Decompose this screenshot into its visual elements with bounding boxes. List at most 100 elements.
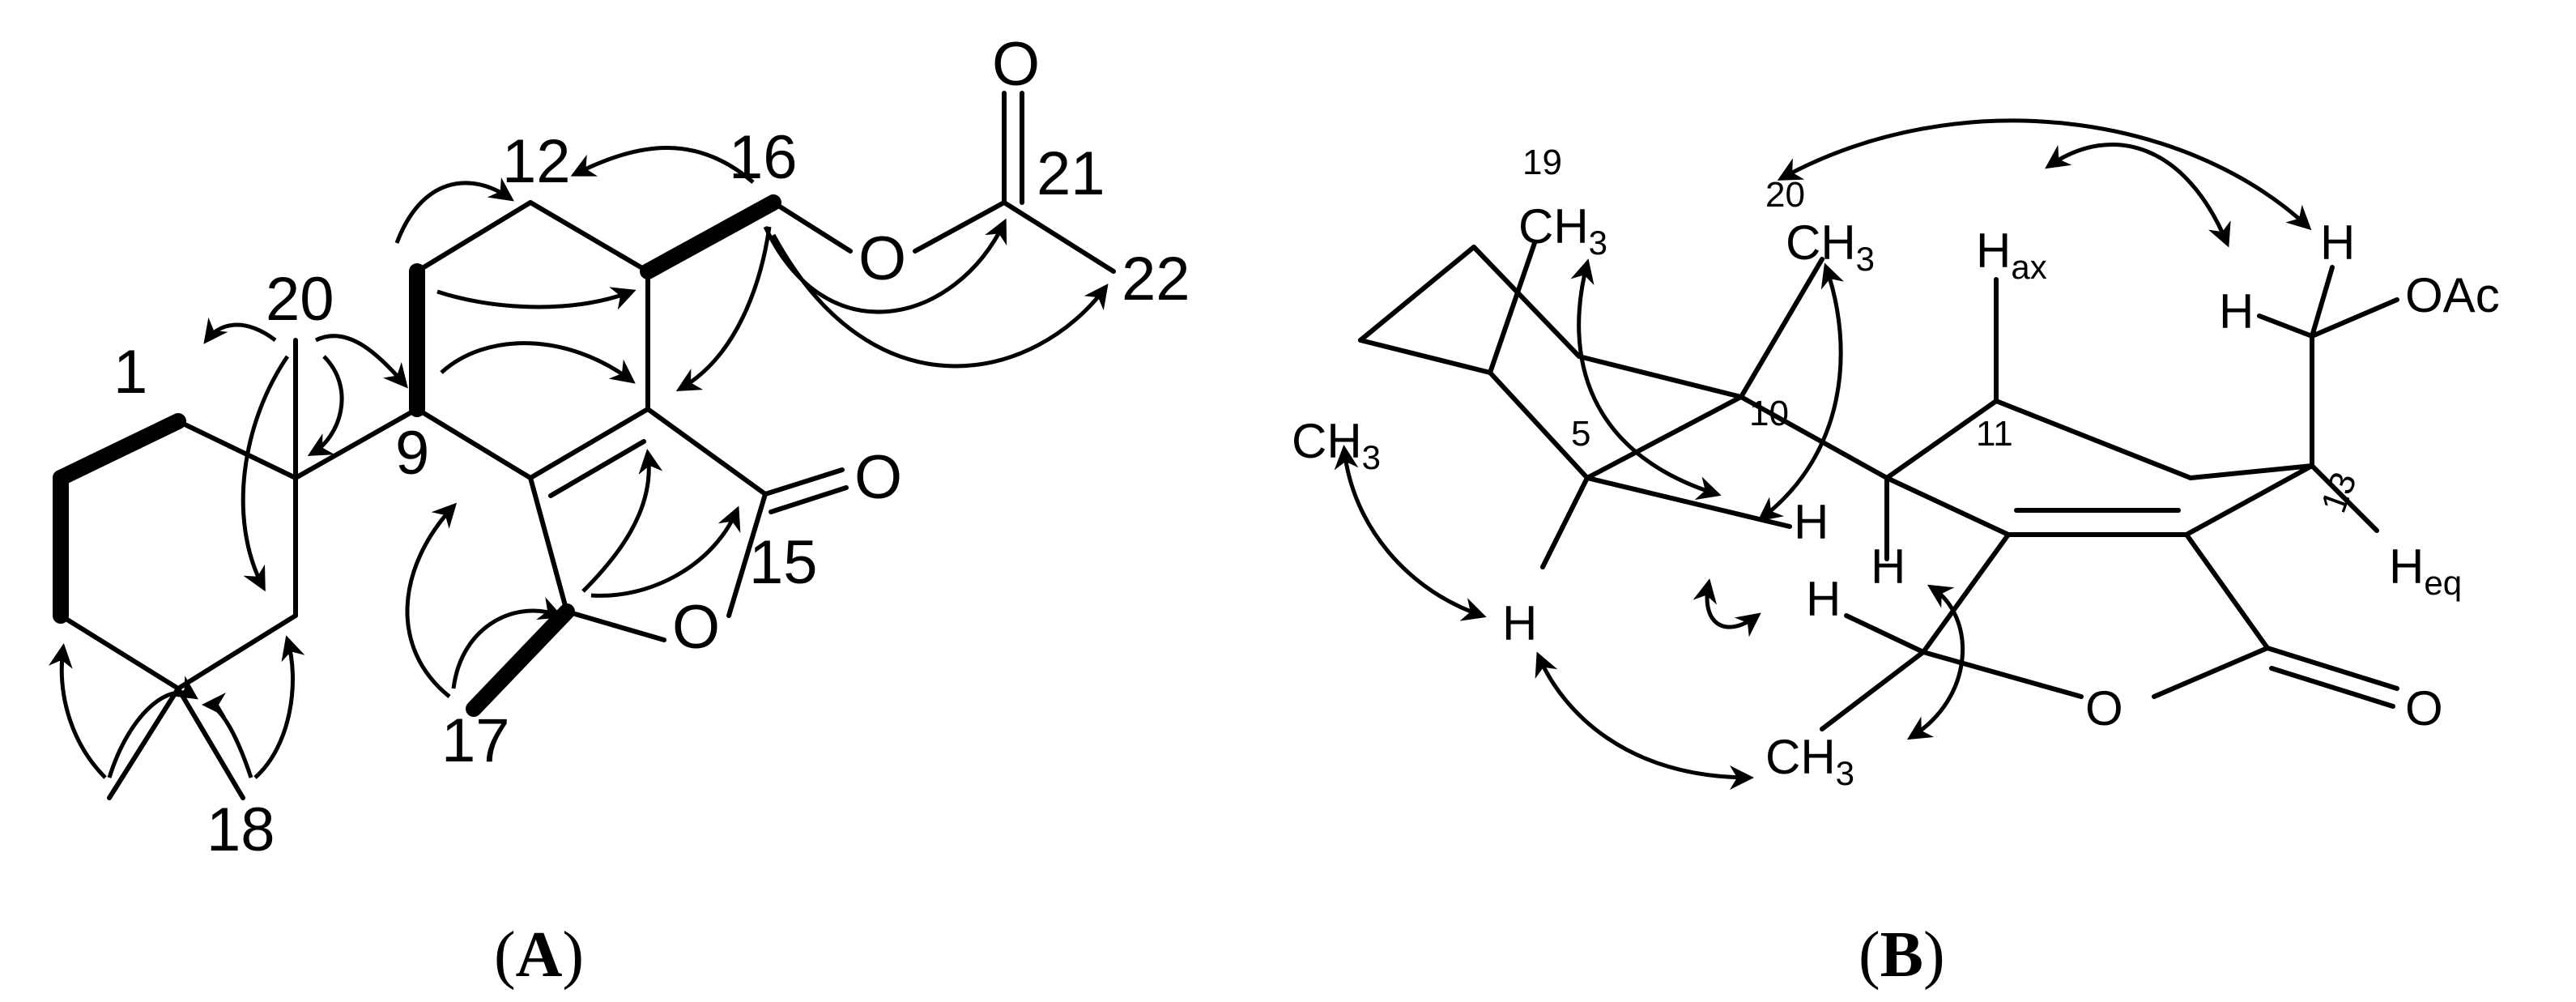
panel-a-caption: (A) [494, 919, 584, 991]
panel-b-labels: 19 CH3 20 CH3 CH3 10 5 11 13 Hax Heq H H… [1292, 143, 2500, 792]
arrow [1757, 262, 1845, 522]
bond [1585, 394, 1744, 480]
bond [293, 407, 419, 480]
bond [1540, 475, 1590, 569]
atom-ester-oxygen: O [858, 224, 906, 293]
bond [1921, 650, 2084, 699]
bond [58, 613, 181, 691]
arrow [405, 502, 458, 698]
bond [726, 492, 768, 618]
bond [528, 475, 569, 614]
bond [548, 439, 646, 498]
arrow [1535, 651, 1754, 790]
bond [415, 200, 533, 274]
bond [1358, 245, 1476, 343]
atom-number-17: 17 [441, 706, 510, 775]
bond [1002, 200, 1116, 274]
arrow [570, 146, 755, 184]
bond [2310, 297, 2399, 339]
atom-number-19: 19 [1522, 143, 1562, 182]
bond [645, 407, 768, 497]
panel-a-labels: 1 20 9 12 16 O O 21 22 O 15 O 17 18 [113, 30, 1190, 864]
bond [2269, 666, 2395, 709]
hydrogen-axial: Hax [1976, 224, 2047, 286]
bond [1884, 475, 2011, 537]
atom-number-10: 10 [1749, 394, 1789, 433]
hydrogen-c9: H [1794, 495, 1829, 549]
atom-number-22: 22 [1122, 245, 1190, 313]
hydrogen-equatorial: Heq [2389, 539, 2462, 602]
arrow [2045, 143, 2231, 248]
hydrogen-c12: H [1806, 572, 1841, 626]
arrow [314, 334, 408, 389]
arrow [107, 676, 198, 778]
atom-number-1: 1 [113, 338, 147, 407]
bond [1471, 245, 1582, 359]
arrow [440, 341, 636, 384]
bond [528, 407, 650, 480]
bond [528, 200, 650, 274]
bond [1994, 399, 2193, 480]
carbonyl-oxygen-b: O [2405, 681, 2443, 736]
atom-number-5: 5 [1571, 414, 1590, 454]
bond [107, 686, 181, 800]
arrow [241, 355, 290, 592]
atom-number-16: 16 [729, 123, 798, 192]
bond [466, 603, 575, 717]
arrow [394, 177, 514, 244]
hydrogen-c5: H [1502, 596, 1537, 650]
arrow [590, 505, 741, 598]
bond [415, 407, 533, 480]
atom-number-21: 21 [1037, 139, 1105, 208]
arrow [1692, 578, 1761, 637]
ring-oxygen-b: O [2085, 681, 2123, 736]
bond [176, 686, 245, 800]
bond [176, 613, 298, 691]
arrow [675, 226, 772, 391]
arrow [202, 693, 253, 778]
bond [2184, 532, 2270, 650]
arrow [203, 317, 277, 344]
bond [1921, 532, 2011, 654]
arrow [307, 355, 344, 456]
bond [1358, 338, 1492, 375]
panel-a-structure [53, 91, 1116, 800]
atom-number-9: 9 [395, 419, 429, 488]
arrow [771, 233, 1109, 369]
acetoxy-group: OAc [2405, 268, 2500, 322]
bond [1739, 257, 1824, 399]
atom-number-18: 18 [207, 795, 275, 864]
bond [640, 194, 781, 279]
arrow [436, 287, 637, 310]
atom-number-15: 15 [749, 528, 818, 597]
bond [564, 609, 666, 642]
arrow [253, 635, 305, 779]
bond [2188, 463, 2314, 480]
panel-a-correlation-arrows [48, 146, 1109, 779]
arrow [1334, 445, 1487, 621]
bond [1488, 241, 1537, 375]
bond [53, 413, 186, 486]
arrow [451, 597, 564, 689]
atom-ring-oxygen: O [672, 593, 720, 662]
bond [769, 485, 849, 514]
atom-number-20: 20 [1765, 175, 1805, 215]
bond [2310, 265, 2335, 339]
methyl-19: CH3 [1518, 199, 1607, 262]
hydrogen-c16b: H [2219, 284, 2254, 339]
hydrogen-c8: H [1871, 539, 1905, 594]
methyl-c4: CH3 [1292, 414, 1381, 476]
panel-b-noe-arrows [1334, 118, 2312, 790]
methyl-20: CH3 [1786, 215, 1875, 278]
bond [1820, 650, 1926, 731]
bond [1844, 613, 1926, 654]
atom-number-12: 12 [502, 127, 571, 196]
bond [1884, 399, 1999, 480]
bond [1577, 354, 1744, 399]
atom-acyl-oxygen: O [992, 30, 1040, 99]
bond [913, 200, 1007, 254]
bond [2152, 646, 2270, 699]
arrow [48, 643, 107, 779]
arrow [1570, 258, 1722, 501]
